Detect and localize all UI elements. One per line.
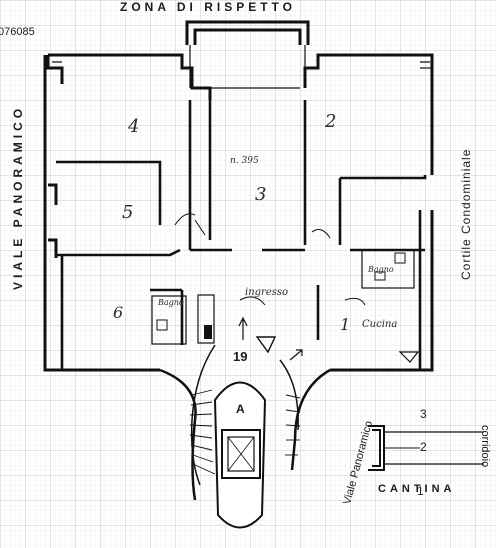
room-6-label: 6: [113, 303, 123, 322]
stair-core: [213, 381, 267, 529]
stair-number: 19: [233, 349, 247, 364]
stair-approach-curves: [159, 344, 331, 501]
room-3-label: 3: [255, 184, 266, 205]
top-label: ZONA DI RISPETTO: [120, 0, 296, 14]
interior-walls: [56, 100, 427, 372]
stair-label: A: [236, 402, 245, 416]
window-details: [52, 45, 432, 89]
ingresso-label: ingresso: [245, 287, 288, 298]
left-label: VIALE PANORAMICO: [11, 105, 25, 290]
area-note: n. 395: [230, 156, 259, 166]
entrance-pillar: [255, 336, 277, 354]
cellar-number-3: 3: [420, 407, 427, 421]
cellar-number-2: 2: [420, 440, 427, 454]
stair-treads: [189, 389, 301, 475]
cellar-number-1: 1: [417, 484, 424, 498]
entry-arrow: [238, 316, 248, 340]
kitchen-fixtures: [398, 351, 420, 363]
cucina-label: Cucina: [362, 319, 397, 330]
bathroom-right: [361, 249, 415, 289]
arrow-to-stairs: [289, 349, 303, 361]
right-label: Cortile Condominiale: [459, 149, 473, 280]
room-1-label: 1: [340, 315, 350, 334]
bagno-left-label: Bagno: [157, 298, 184, 307]
corridor-label: corridoio: [479, 425, 491, 467]
room-5-label: 5: [122, 202, 133, 223]
bottom-label: CANTINA: [378, 483, 456, 495]
room-2-label: 2: [324, 111, 336, 132]
bathroom-left: [151, 294, 215, 345]
door-arcs: [174, 213, 366, 306]
bagno-right-label: Bagno: [367, 265, 394, 274]
sheet-code: 076085: [0, 26, 35, 38]
cellar-section: [368, 425, 484, 471]
room-4-label: 4: [127, 116, 139, 137]
